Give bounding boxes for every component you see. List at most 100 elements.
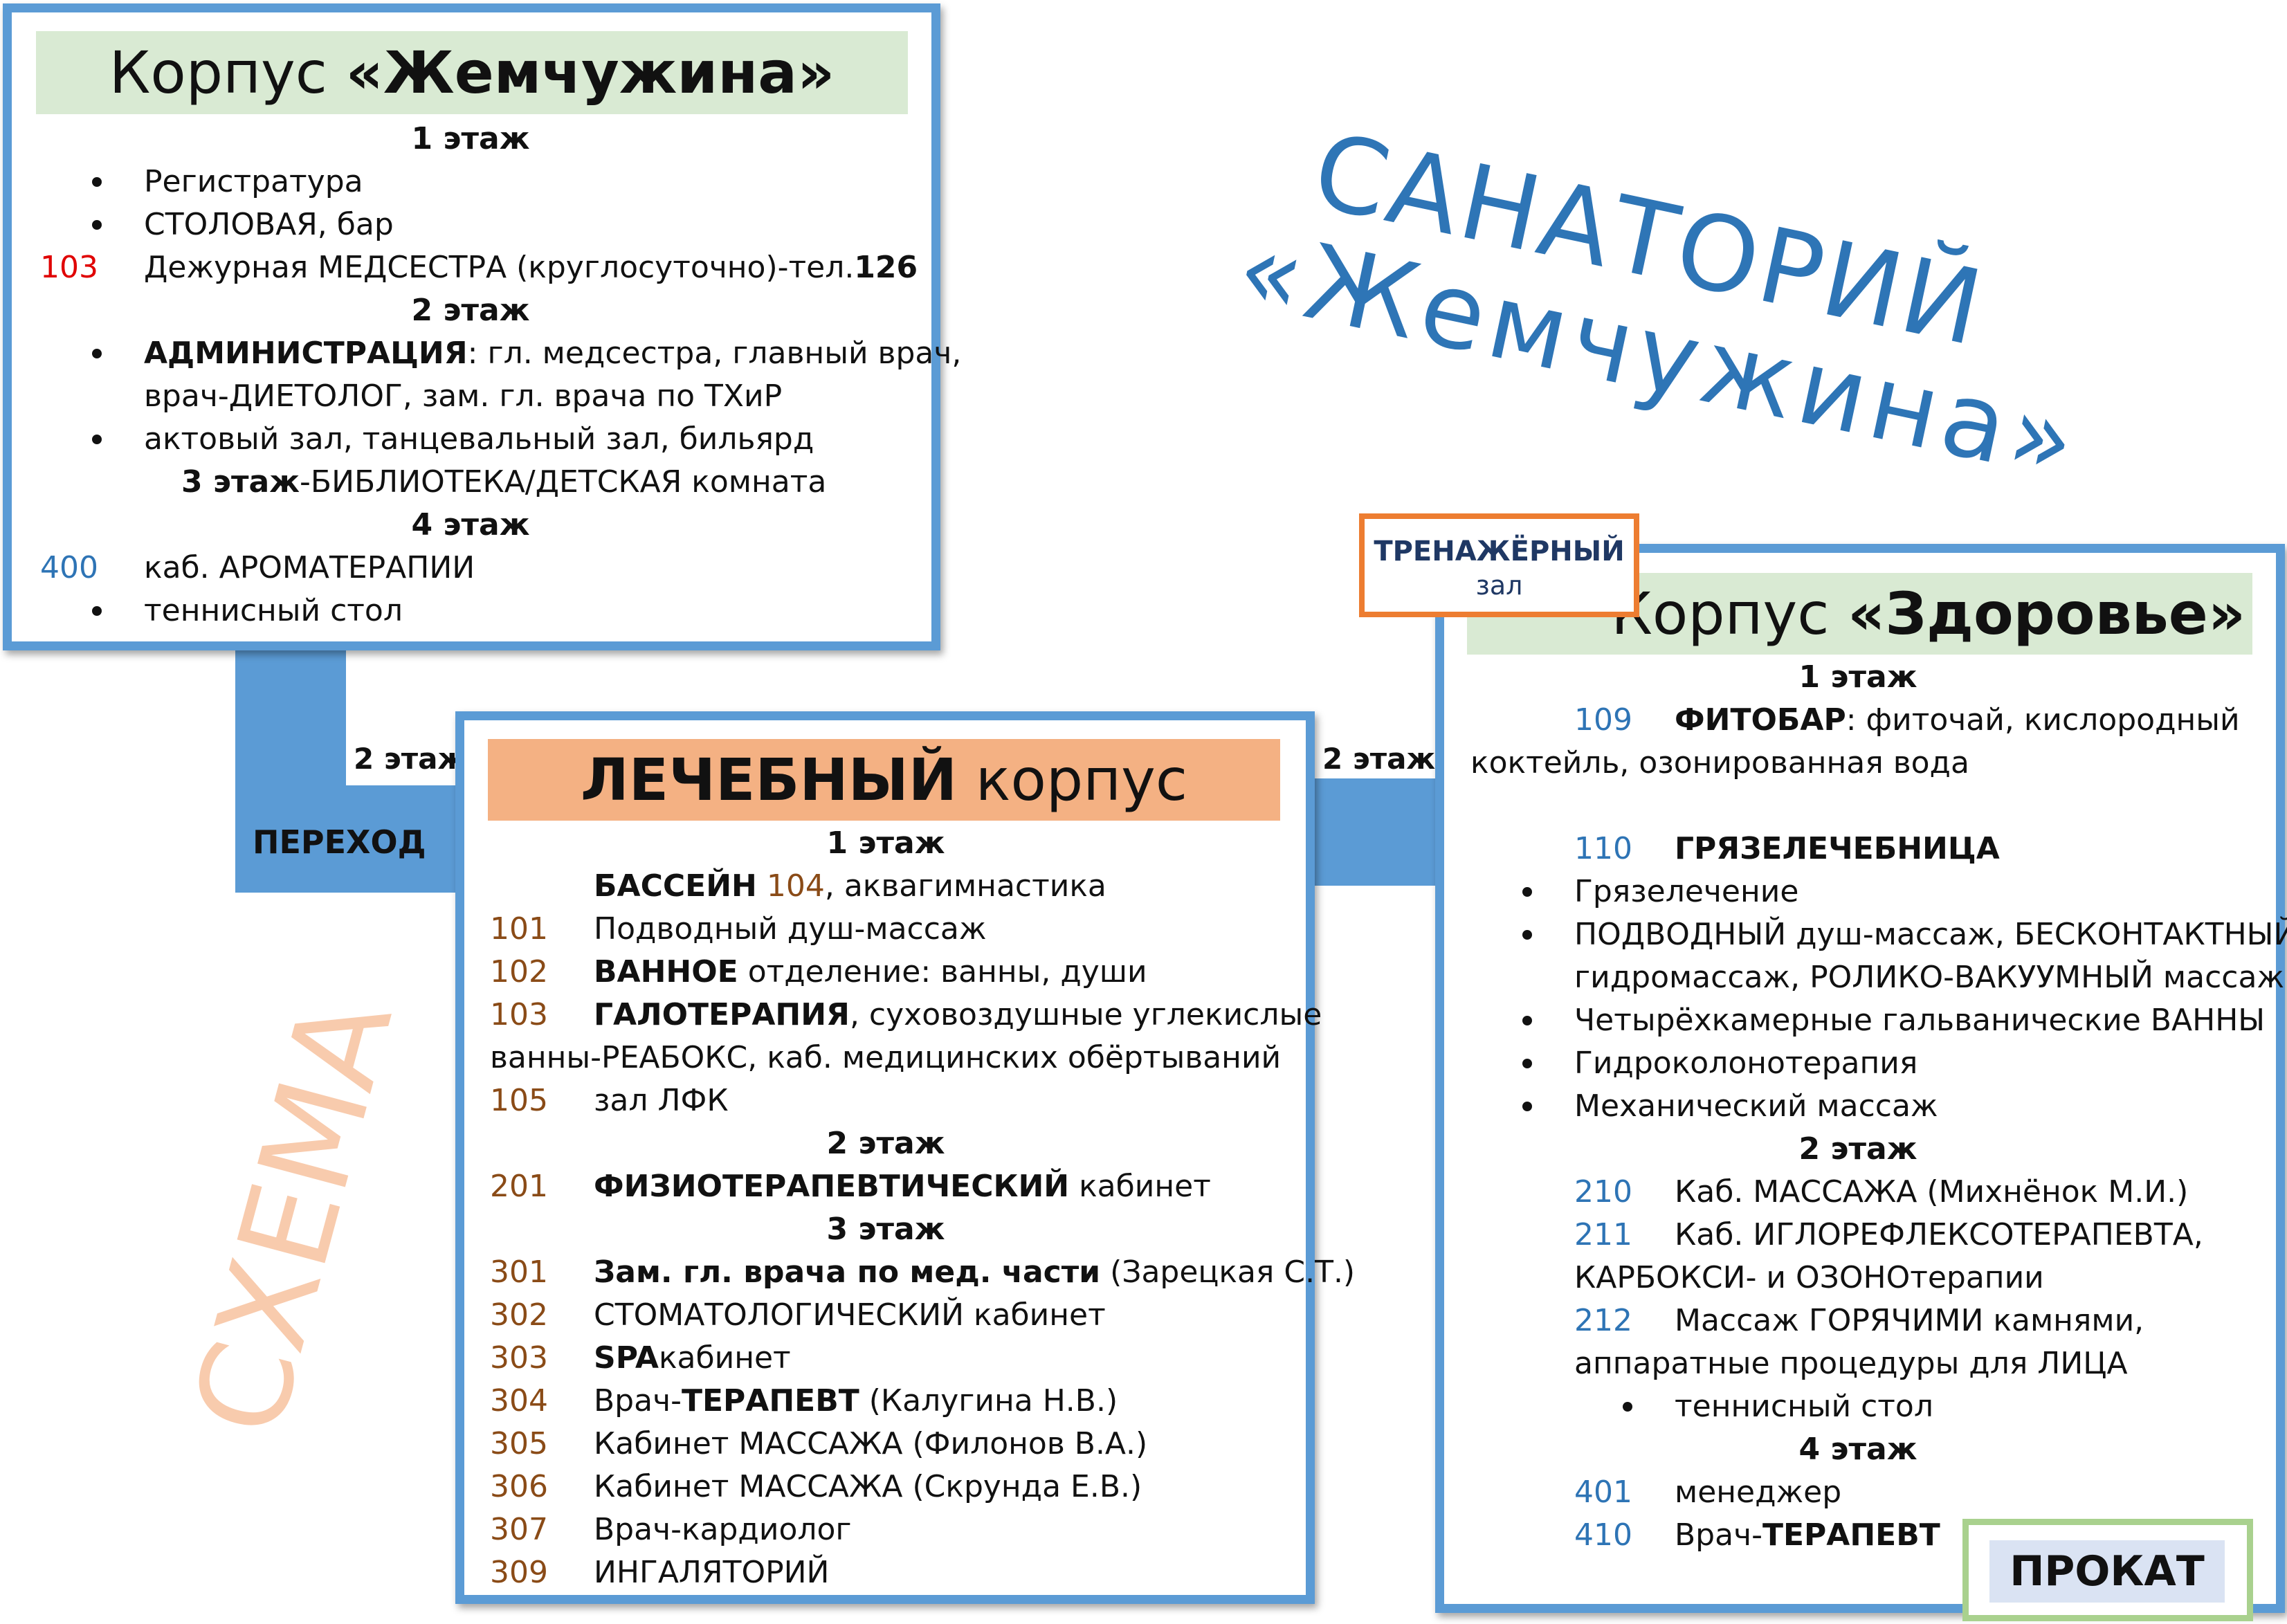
passage-right-horizontal — [1301, 778, 1453, 886]
medical-row105: зал ЛФК — [594, 1083, 729, 1118]
medical-row306: Кабинет МАССАЖА (Скрунда Е.В.) — [594, 1469, 1142, 1504]
pearl-dining: СТОЛОВАЯ, бар — [92, 203, 394, 246]
medical-row103-bold: ГАЛОТЕРАПИЯ — [594, 997, 850, 1032]
rental-label: ПРОКАТ — [1989, 1540, 2225, 1603]
health-floor1: 1 этаж — [1798, 659, 1917, 695]
medical-row303-bold: SPA — [594, 1340, 659, 1376]
medical-row303-text: кабинет — [658, 1340, 791, 1376]
pearl-floor3-text: -БИБЛИОТЕКА/ДЕТСКАЯ комната — [300, 464, 827, 500]
medical-floor1: 1 этаж — [826, 825, 945, 861]
health-mud-bold: ГРЯЗЕЛЕЧЕБНИЦА — [1675, 831, 2000, 866]
medical-row102-num: 102 — [490, 954, 548, 989]
pearl-floor2: 2 этаж — [411, 293, 530, 328]
health-therapist-bold: ТЕРАПЕВТ — [1762, 1517, 1940, 1553]
medical-row304-num: 304 — [490, 1383, 548, 1418]
medical-header: ЛЕЧЕБНЫЙ корпус — [488, 739, 1280, 821]
pearl-aroma-num: 400 — [40, 550, 98, 585]
medical-row103-num: 103 — [490, 997, 548, 1032]
pearl-tennis: теннисный стол — [92, 590, 403, 632]
medical-row102-text: отделение: ванны, души — [738, 954, 1147, 989]
medical-floor2: 2 этаж — [826, 1126, 945, 1161]
medical-row201-bold: ФИЗИОТЕРАПЕВТИЧЕСКИЙ — [594, 1169, 1070, 1204]
medical-row301-bold: Зам. гл. врача по мед. части — [594, 1255, 1101, 1290]
health-mud-num: 110 — [1574, 831, 1632, 866]
health-bullet-5: Механический массаж — [1522, 1085, 1938, 1128]
medical-pool-num: 104 — [756, 868, 825, 904]
pearl-admin-bold: АДМИНИСТРАЦИЯ — [144, 336, 468, 371]
health-phyto-text: : фиточай, кислородный — [1846, 702, 2240, 738]
pearl-admin-cont: врач-ДИЕТОЛОГ, зам. гл. врача по ТХиР — [144, 378, 783, 414]
medical-row304-bold: ТЕРАПЕВТ — [681, 1383, 859, 1418]
medical-row302-num: 302 — [490, 1297, 548, 1333]
medical-header-plain: корпус — [957, 746, 1188, 814]
health-bullet-3: Четырёхкамерные гальванические ВАННЫ — [1522, 999, 2265, 1042]
medical-row301-text: (Зарецкая С.Т.) — [1100, 1255, 1356, 1290]
medical-pool: БАССЕЙН 104, аквагимнастика — [594, 865, 1106, 908]
health-phyto: ФИТОБАР: фиточай, кислородный — [1675, 699, 2240, 742]
health-floor2: 2 этаж — [1798, 1131, 1917, 1167]
health-bullet-4: Гидроколонотерапия — [1522, 1042, 1917, 1085]
medical-building — [455, 711, 1315, 1604]
health-row212: Массаж ГОРЯЧИМИ камнями, — [1675, 1303, 2144, 1338]
health-therapist-pre: Врач- — [1675, 1517, 1762, 1553]
health-bullet-2: ПОДВОДНЫЙ душ-массаж, БЕСКОНТАКТНЫЙ — [1522, 913, 2287, 956]
health-row210-num: 210 — [1574, 1174, 1632, 1210]
health-floor4: 4 этаж — [1798, 1432, 1917, 1467]
medical-row307-num: 307 — [490, 1512, 548, 1547]
pearl-nurse-tel: 126 — [854, 250, 918, 285]
health-bullet-1: Грязелечение — [1522, 870, 1798, 913]
medical-row304-pre: Врач- — [594, 1383, 682, 1418]
medical-pool-bold: БАССЕЙН — [594, 868, 757, 904]
gym-box: ТРЕНАЖЁРНЫЙ зал — [1359, 513, 1639, 617]
medical-pool-text: , аквагимнастика — [824, 868, 1106, 904]
pearl-floor3: 3 этаж-БИБЛИОТЕКА/ДЕТСКАЯ комната — [181, 461, 826, 504]
pearl-admin-text: : гл. медсестра, главный врач, — [467, 336, 962, 371]
medical-row304-text: (Калугина Н.В.) — [859, 1383, 1118, 1418]
health-row210: Каб. МАССАЖА (Михнёнок М.И.) — [1675, 1174, 2189, 1210]
medical-row105-num: 105 — [490, 1083, 548, 1118]
health-header-plain: Корпус — [1611, 580, 1848, 648]
health-phyto-num: 109 — [1574, 702, 1632, 738]
health-tennis: теннисный стол — [1623, 1385, 1933, 1428]
health-row211-cont: КАРБОКСИ- и ОЗОНОтерапии — [1574, 1260, 2044, 1295]
health-mud: ГРЯЗЕЛЕЧЕБНИЦА — [1675, 828, 2000, 870]
health-bullet-2-cont: гидромассаж, РОЛИКО-ВАКУУМНЫЙ массаж — [1574, 960, 2285, 995]
medical-row309: ИНГАЛЯТОРИЙ — [594, 1555, 830, 1590]
gym-line2: зал — [1475, 570, 1523, 601]
pearl-admin: АДМИНИСТРАЦИЯ: гл. медсестра, главный вр… — [91, 332, 962, 375]
pearl-header: Корпус «Жемчужина» — [36, 31, 908, 114]
medical-row201-text: кабинет — [1069, 1169, 1211, 1204]
medical-row201: ФИЗИОТЕРАПЕВТИЧЕСКИЙ кабинет — [594, 1165, 1211, 1208]
medical-header-bold: ЛЕЧЕБНЫЙ — [580, 746, 958, 814]
medical-row302: СТОМАТОЛОГИЧЕСКИЙ кабинет — [594, 1297, 1106, 1333]
health-therapist: Врач-ТЕРАПЕВТ — [1675, 1514, 1940, 1557]
gym-line1: ТРЕНАЖЁРНЫЙ — [1374, 536, 1625, 567]
health-phyto-bold: ФИТОБАР — [1675, 702, 1846, 738]
medical-row101-num: 101 — [490, 911, 548, 947]
medical-row102: ВАННОЕ отделение: ванны, души — [594, 951, 1147, 994]
pearl-floor1: 1 этаж — [411, 121, 530, 156]
medical-row301: Зам. гл. врача по мед. части (Зарецкая С… — [594, 1251, 1355, 1294]
medical-row301-num: 301 — [490, 1255, 548, 1290]
health-manager: менеджер — [1675, 1475, 1842, 1510]
pearl-floor4: 4 этаж — [411, 507, 530, 542]
medical-row201-num: 201 — [490, 1169, 548, 1204]
medical-row303: SPAкабинет — [594, 1337, 791, 1380]
pearl-nurse-text: Дежурная МЕДСЕСТРА (круглосуточно)-тел. — [144, 250, 855, 285]
medical-row101: Подводный душ-массаж — [594, 911, 987, 947]
rental-box: ПРОКАТ — [1962, 1519, 2253, 1621]
passage-left-horizontal — [235, 785, 471, 893]
pearl-reg: Регистратура — [92, 161, 363, 203]
medical-row306-num: 306 — [490, 1469, 548, 1504]
pearl-aroma: каб. АРОМАТЕРАПИИ — [144, 550, 475, 585]
pearl-header-bold: «Жемчужина» — [345, 39, 835, 107]
pearl-floor3-bold: 3 этаж — [181, 464, 300, 500]
pearl-nurse-num: 103 — [40, 250, 98, 285]
health-phyto-cont: коктейль, озонированная вода — [1470, 745, 1969, 781]
health-header-bold: «Здоровье» — [1848, 580, 2245, 648]
medical-row102-bold: ВАННОЕ — [594, 954, 738, 989]
medical-row304: Врач-ТЕРАПЕВТ (Калугина Н.В.) — [594, 1380, 1118, 1423]
medical-row307: Врач-кардиолог — [594, 1512, 852, 1547]
pearl-nurse: Дежурная МЕДСЕСТРА (круглосуточно)-тел.1… — [144, 246, 918, 289]
medical-row103: ГАЛОТЕРАПИЯ, суховоздушные углекислые — [594, 994, 1322, 1037]
